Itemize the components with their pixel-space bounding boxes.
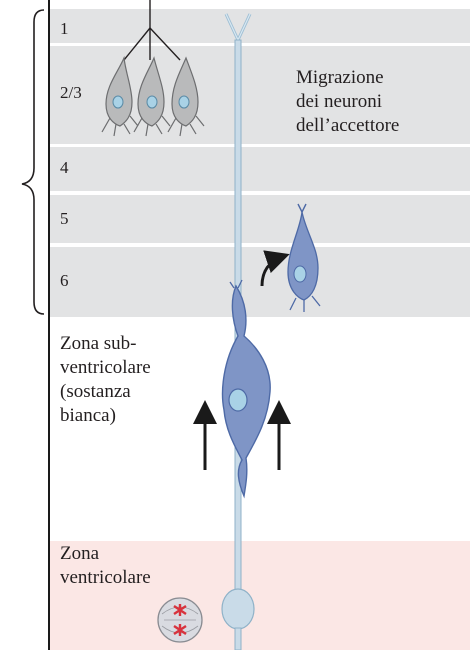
resident-neuron-3 [168, 58, 204, 136]
neuron-connector-lines [124, 0, 180, 60]
migrated-neuron [288, 204, 320, 312]
cortex-brace [22, 10, 44, 314]
mitotic-cell [158, 598, 202, 642]
detach-arrow [262, 256, 284, 286]
resident-neuron-2 [134, 58, 170, 136]
migrating-neuron [223, 280, 271, 496]
resident-neuron-1 [102, 58, 138, 136]
